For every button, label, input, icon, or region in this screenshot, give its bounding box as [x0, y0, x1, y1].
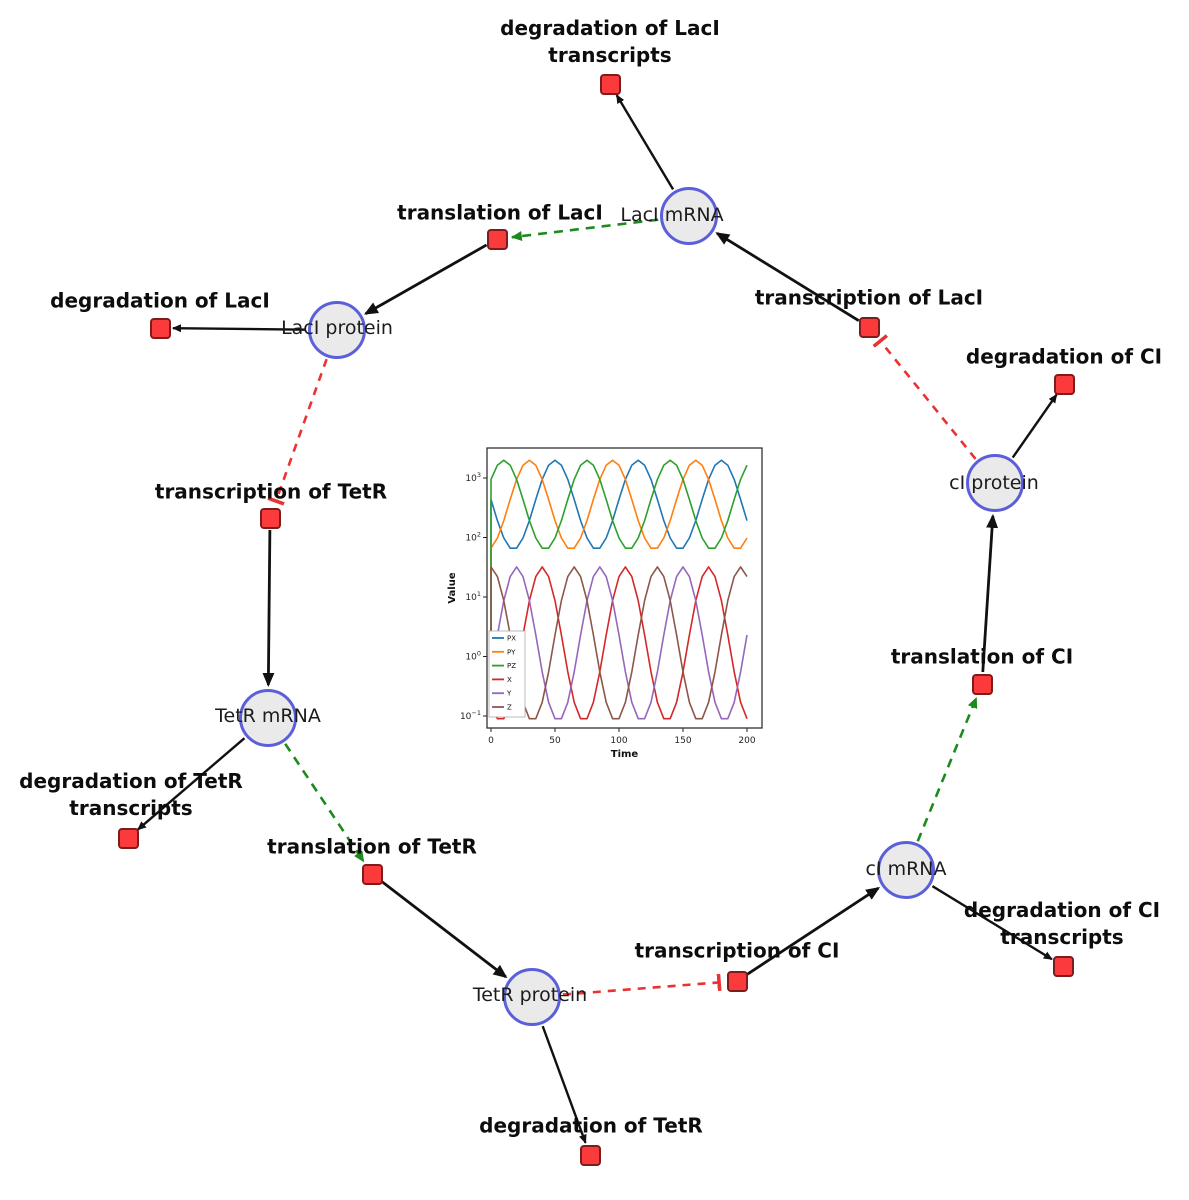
reaction-node-deg-laci-tx: [599, 73, 621, 95]
reaction-label-line: transcripts: [69, 796, 193, 820]
y-tick-label: 102: [465, 531, 481, 544]
species-node-ci-mrna: [877, 841, 935, 899]
edge-production-tl_ci-to-ci_protein: [981, 513, 999, 673]
reaction-label-line: translation of CI: [890, 644, 1074, 669]
species-label-ci-mrna: cI mRNA: [865, 858, 947, 880]
x-tick-label: 50: [549, 736, 561, 746]
edge-plain-tetr_protein-to-deg_tetr: [541, 1025, 587, 1144]
reaction-label-line: transcription of LacI: [754, 285, 984, 310]
reaction-label-line: degradation of LacI: [50, 288, 270, 313]
reaction-label-tl-laci: translation of LacI: [397, 200, 603, 227]
legend-entry: X: [507, 676, 512, 684]
species-node-laci-mrna: [660, 187, 718, 245]
reaction-label-line: degradation of LacI: [500, 16, 720, 40]
edge-plain-laci_mrna-to-deg_laci_tx: [615, 94, 675, 191]
reaction-node-deg-ci-tx: [1052, 955, 1074, 977]
species-label-laci-mrna: LacI mRNA: [620, 204, 724, 226]
edge-production-tl_laci-to-laci_protein: [363, 243, 488, 315]
reaction-label-tc-laci: transcription of LacI: [755, 285, 983, 312]
x-tick-label: 150: [674, 736, 691, 746]
x-tick-label: 200: [738, 736, 755, 746]
reaction-label-tc-tetr: transcription of TetR: [155, 479, 387, 506]
reaction-node-deg-tetr: [579, 1144, 601, 1166]
y-axis-label: Value: [447, 572, 458, 603]
species-node-ci-protein: [966, 454, 1024, 512]
reaction-label-tl-tetr: translation of TetR: [267, 834, 477, 861]
reaction-label-deg-ci-tx: degradation of CI transcripts: [964, 897, 1160, 951]
reaction-node-tl-tetr: [361, 863, 383, 885]
reaction-label-line: degradation of TetR: [19, 769, 243, 793]
edge-inhibition-tetr_protein-to-tc_ci: [562, 973, 722, 996]
species-label-tetr-mrna: TetR mRNA: [215, 705, 321, 727]
edge-plain-tetr_mrna-to-deg_tetr_tx: [137, 737, 246, 831]
edge-production-tc_ci-to-ci_mrna: [746, 886, 881, 976]
reaction-node-deg-laci: [149, 317, 171, 339]
reaction-label-line: transcripts: [1000, 925, 1124, 949]
series-Z: [490, 566, 748, 720]
species-node-laci-protein: [308, 301, 366, 359]
reaction-node-tl-ci: [971, 673, 993, 695]
reaction-label-line: degradation of CI: [963, 898, 1161, 922]
edge-catalysis-tetr_mrna-to-tl_tetr: [284, 743, 365, 863]
series-PY: [490, 459, 748, 712]
edge-inhibition-laci_protein-to-tc_tetr: [267, 358, 328, 506]
reaction-label-deg-ci: degradation of CI: [966, 344, 1162, 371]
edge-plain-ci_mrna-to-deg_ci_tx: [931, 885, 1053, 961]
edge-catalysis-ci_mrna-to-tl_ci: [916, 696, 978, 842]
reaction-label-line: transcription of CI: [634, 938, 840, 963]
legend-entry: Z: [507, 704, 512, 712]
legend-entry: PY: [507, 648, 516, 656]
reaction-label-tc-ci: transcription of CI: [635, 938, 840, 965]
reaction-node-tc-tetr: [259, 507, 281, 529]
edge-catalysis-laci_mrna-to-tl_laci: [510, 218, 659, 241]
reaction-label-line: degradation of TetR: [479, 1113, 703, 1138]
x-axis-label: Time: [611, 749, 639, 760]
reaction-label-deg-laci-tx: degradation of LacI transcripts: [500, 15, 720, 69]
series-X: [490, 566, 748, 720]
edge-plain-ci_protein-to-deg_ci: [1011, 393, 1058, 459]
y-tick-label: 100: [465, 650, 481, 663]
species-node-tetr-protein: [503, 968, 561, 1026]
species-label-laci-protein: LacI protein: [281, 317, 393, 339]
reaction-label-line: degradation of CI: [965, 344, 1163, 369]
reaction-label-deg-laci: degradation of LacI: [50, 288, 270, 315]
chart-axes-box: [486, 447, 763, 729]
edge-plain-laci_protein-to-deg_laci: [171, 324, 307, 333]
series-PZ: [490, 459, 748, 712]
series-PX: [490, 459, 748, 712]
reaction-label-line: transcripts: [548, 43, 672, 67]
reaction-label-deg-tetr: degradation of TetR: [479, 1113, 703, 1140]
edge-production-tl_tetr-to-tetr_protein: [380, 880, 508, 979]
legend-box: [488, 630, 526, 718]
reaction-node-tl-laci: [486, 228, 508, 250]
edge-production-tc_tetr-to-tetr_mrna: [262, 529, 275, 688]
species-node-tetr-mrna: [239, 689, 297, 747]
y-tick-label: 10−1: [460, 709, 481, 722]
species-label-tetr-protein: TetR protein: [472, 984, 588, 1006]
legend-entry: PZ: [507, 662, 516, 670]
reaction-node-tc-ci: [726, 970, 748, 992]
reaction-node-deg-tetr-tx: [117, 827, 139, 849]
edge-inhibition-ci_protein-to-tc_laci: [872, 334, 977, 460]
legend-entry: PX: [507, 635, 516, 643]
reaction-node-deg-ci: [1053, 373, 1075, 395]
x-tick-label: 0: [488, 736, 494, 746]
reaction-label-deg-tetr-tx: degradation of TetR transcripts: [19, 768, 243, 822]
y-tick-label: 101: [465, 590, 481, 603]
reaction-node-tc-laci: [858, 316, 880, 338]
legend-entry: Y: [506, 690, 512, 698]
series-Y: [490, 566, 748, 720]
reaction-label-line: translation of LacI: [397, 200, 603, 225]
x-tick-label: 100: [610, 736, 627, 746]
species-label-ci-protein: cI protein: [949, 472, 1039, 494]
reaction-label-tl-ci: translation of CI: [891, 644, 1073, 671]
reaction-label-line: translation of TetR: [267, 834, 477, 859]
edge-production-tc_laci-to-laci_mrna: [715, 232, 860, 322]
reaction-label-line: transcription of TetR: [154, 479, 388, 504]
y-tick-label: 103: [465, 471, 481, 484]
